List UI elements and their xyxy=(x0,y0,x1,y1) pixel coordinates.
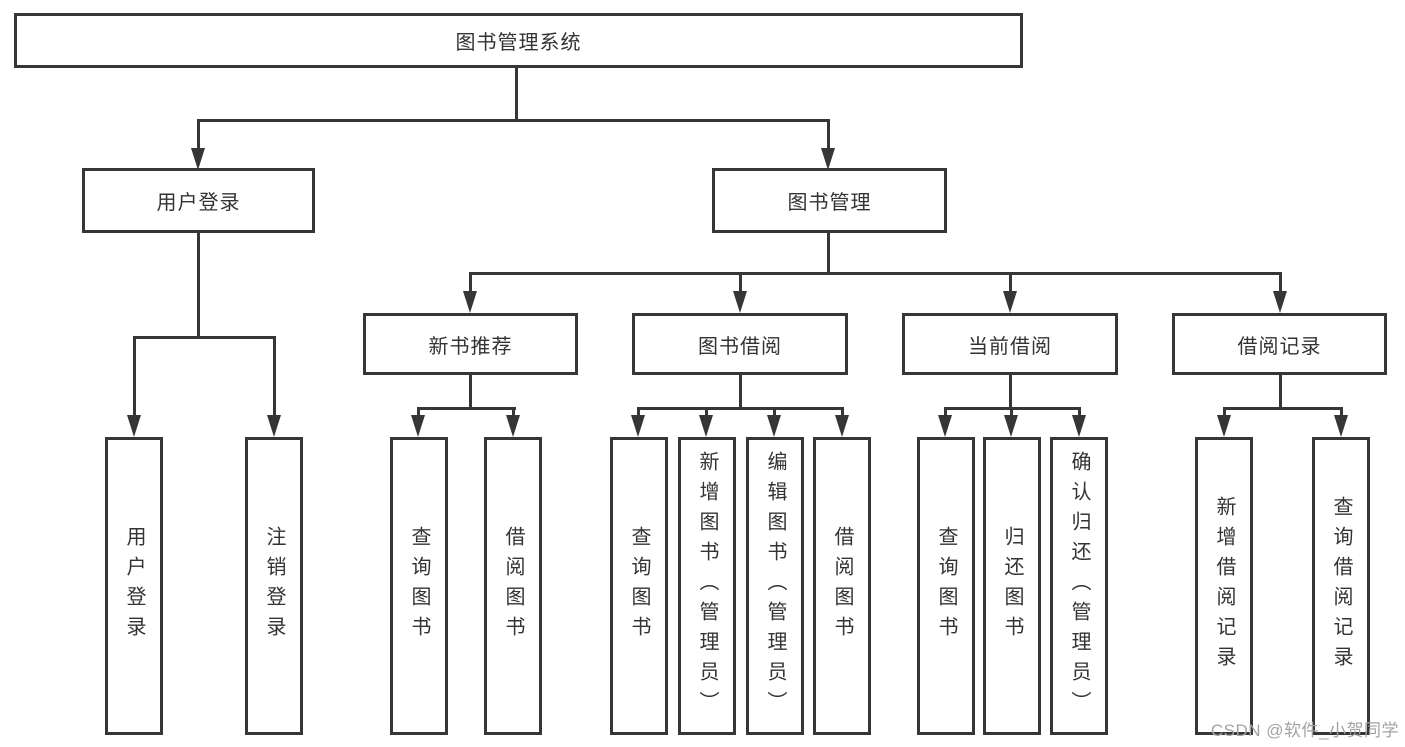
connector-borrow-records-stem xyxy=(1279,374,1282,410)
connector-drop-bb-query xyxy=(637,407,640,420)
connector-new-book-stem xyxy=(469,374,472,410)
node-leaf-bb-edit-book: 编辑图书（管理员） xyxy=(746,437,804,735)
node-leaf-br-query-record: 查询借阅记录 xyxy=(1312,437,1370,735)
arrowhead-borrow-records xyxy=(1273,291,1287,313)
connector-drop-bb-add xyxy=(705,407,708,420)
connector-drop-leaf-user-login xyxy=(133,336,136,420)
arrowhead-br-add xyxy=(1217,415,1231,437)
arrowhead-bb-borrow xyxy=(835,415,849,437)
node-book-mgmt-label: 图书管理 xyxy=(787,192,872,214)
connector-drop-bb-borrow xyxy=(841,407,844,420)
node-leaf-cb-query-book: 查询图书 xyxy=(917,437,975,735)
arrowhead-cb-confirm xyxy=(1072,415,1086,437)
connector-drop-cb-return xyxy=(1010,407,1013,420)
node-current-borrow-label: 当前借阅 xyxy=(968,335,1052,358)
node-leaf-cb-return-book: 归还图书 xyxy=(983,437,1041,735)
arrowhead-new-book xyxy=(463,291,477,313)
node-leaf-cb-confirm-return-label: 确认归还（管理员） xyxy=(1068,451,1090,721)
arrowhead-nb-query xyxy=(411,415,425,437)
node-leaf-br-add-record-label: 新增借阅记录 xyxy=(1213,496,1235,676)
node-leaf-bb-add-book: 新增图书（管理员） xyxy=(678,437,736,735)
arrowhead-nb-borrow xyxy=(506,415,520,437)
connector-drop-nb-query xyxy=(417,407,420,420)
connector-drop-leaf-logout xyxy=(273,336,276,420)
connector-book-mgmt-stem xyxy=(827,232,830,275)
arrowhead-bb-edit xyxy=(767,415,781,437)
connector-root-stem xyxy=(515,68,518,122)
node-user-login: 用户登录 xyxy=(82,168,315,233)
connector-root-rail xyxy=(197,119,830,122)
node-leaf-cb-confirm-return: 确认归还（管理员） xyxy=(1050,437,1108,735)
node-leaf-bb-borrow-book-label: 借阅图书 xyxy=(831,526,853,646)
node-borrow-records: 借阅记录 xyxy=(1172,313,1387,375)
connector-drop-cb-confirm xyxy=(1078,407,1081,420)
connector-drop-book-borrow xyxy=(739,272,742,296)
node-leaf-br-query-record-label: 查询借阅记录 xyxy=(1330,496,1352,676)
arrowhead-user-login xyxy=(191,148,205,170)
node-leaf-bb-query-book-label: 查询图书 xyxy=(628,526,650,646)
node-book-borrow-label: 图书借阅 xyxy=(698,335,782,358)
node-new-book-rec-label: 新书推荐 xyxy=(428,335,513,358)
node-leaf-cb-query-book-label: 查询图书 xyxy=(935,526,957,646)
arrowhead-book-mgmt xyxy=(821,148,835,170)
node-user-login-label: 用户登录 xyxy=(156,192,241,214)
connector-drop-cb-query xyxy=(944,407,947,420)
connector-drop-current-borrow xyxy=(1009,272,1012,296)
connector-drop-book-mgmt xyxy=(827,119,830,153)
node-borrow-records-label: 借阅记录 xyxy=(1237,335,1322,358)
node-leaf-nb-query-book-label: 查询图书 xyxy=(408,526,430,646)
node-new-book-rec: 新书推荐 xyxy=(363,313,578,375)
node-leaf-user-login-label: 用户登录 xyxy=(123,526,145,646)
arrowhead-leaf-user-login xyxy=(127,415,141,437)
connector-drop-new-book xyxy=(469,272,472,296)
node-leaf-bb-edit-book-label: 编辑图书（管理员） xyxy=(764,451,786,721)
arrowhead-cb-return xyxy=(1004,415,1018,437)
node-root: 图书管理系统 xyxy=(14,13,1023,68)
node-leaf-nb-borrow-book: 借阅图书 xyxy=(484,437,542,735)
node-leaf-logout: 注销登录 xyxy=(245,437,303,735)
node-leaf-bb-borrow-book: 借阅图书 xyxy=(813,437,871,735)
connector-new-book-rail xyxy=(417,407,516,410)
arrowhead-current-borrow xyxy=(1003,291,1017,313)
node-book-mgmt: 图书管理 xyxy=(712,168,947,233)
connector-current-borrow-stem xyxy=(1009,374,1012,410)
arrowhead-br-query xyxy=(1334,415,1348,437)
connector-drop-user-login xyxy=(197,119,200,153)
node-leaf-cb-return-book-label: 归还图书 xyxy=(1001,526,1023,646)
arrowhead-leaf-logout xyxy=(267,415,281,437)
connector-user-login-rail xyxy=(133,336,276,339)
csdn-watermark: CSDN @软件_小贺同学 xyxy=(1210,721,1399,740)
node-root-label: 图书管理系统 xyxy=(455,32,582,54)
node-leaf-user-login: 用户登录 xyxy=(105,437,163,735)
node-leaf-nb-query-book: 查询图书 xyxy=(390,437,448,735)
connector-borrow-records-rail xyxy=(1223,407,1343,410)
node-leaf-nb-borrow-book-label: 借阅图书 xyxy=(502,526,524,646)
node-leaf-bb-add-book-label: 新增图书（管理员） xyxy=(696,451,718,721)
connector-drop-borrow-records xyxy=(1279,272,1282,296)
arrowhead-bb-add xyxy=(699,415,713,437)
connector-drop-bb-edit xyxy=(773,407,776,420)
node-leaf-br-add-record: 新增借阅记录 xyxy=(1195,437,1253,735)
node-book-borrow: 图书借阅 xyxy=(632,313,848,375)
node-leaf-logout-label: 注销登录 xyxy=(263,526,285,646)
connector-book-mgmt-rail xyxy=(469,272,1282,275)
connector-book-borrow-stem xyxy=(739,374,742,410)
arrowhead-bb-query xyxy=(631,415,645,437)
connector-drop-nb-borrow xyxy=(512,407,515,420)
arrowhead-cb-query xyxy=(938,415,952,437)
connector-drop-br-add xyxy=(1223,407,1226,420)
node-current-borrow: 当前借阅 xyxy=(902,313,1118,375)
connector-drop-br-query xyxy=(1340,407,1343,420)
arrowhead-book-borrow xyxy=(733,291,747,313)
node-leaf-bb-query-book: 查询图书 xyxy=(610,437,668,735)
connector-book-borrow-rail xyxy=(637,407,844,410)
connector-user-login-stem xyxy=(197,232,200,339)
